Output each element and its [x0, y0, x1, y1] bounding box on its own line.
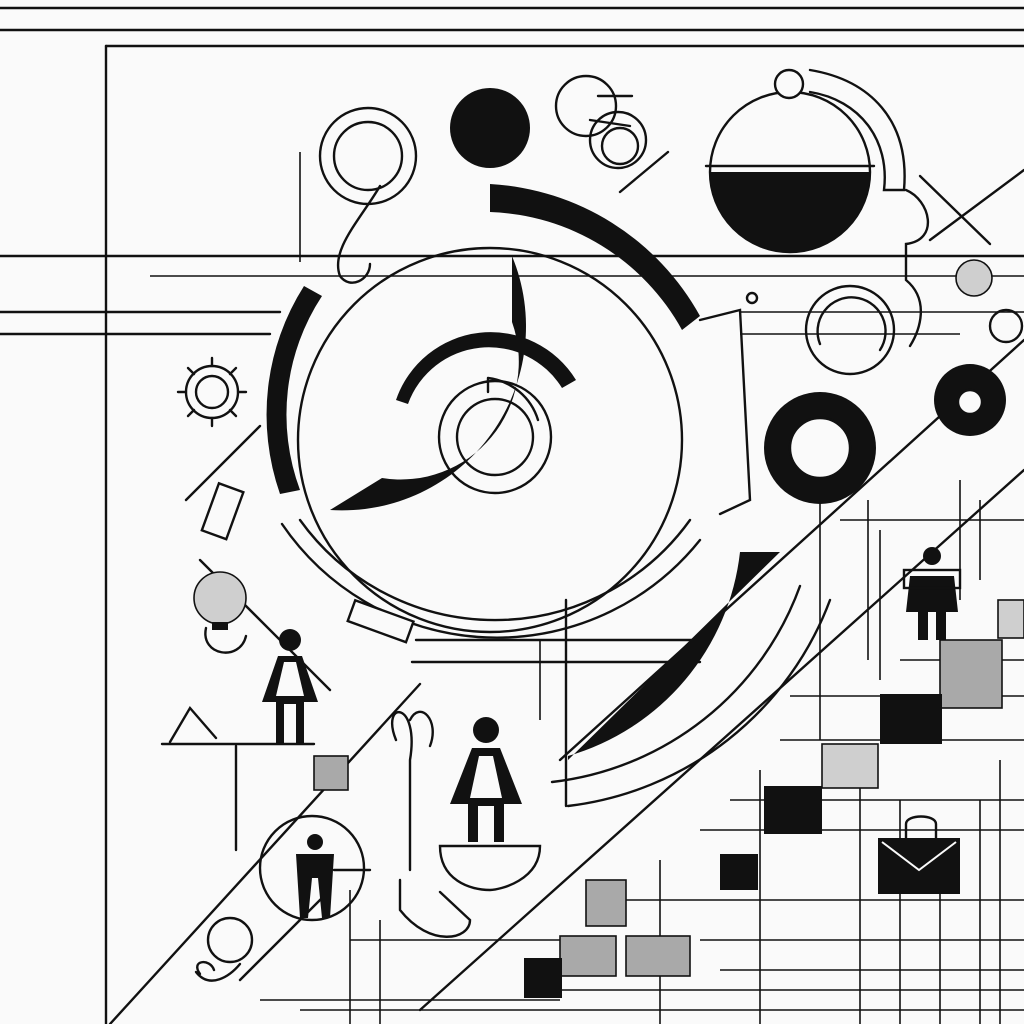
bowl — [438, 844, 542, 892]
gauge-black-arc — [330, 256, 526, 511]
female-person-icon — [450, 717, 522, 842]
person-icon — [902, 547, 962, 640]
black-wedge — [568, 552, 780, 760]
left-small-shapes — [160, 705, 349, 982]
square-tiles — [524, 599, 1024, 998]
gear-icon — [176, 356, 248, 428]
person-icon — [258, 814, 372, 922]
top-circles — [318, 74, 648, 284]
female-person-icon — [262, 629, 318, 744]
circuit-grid — [260, 480, 1024, 1024]
black-rings — [764, 364, 1006, 504]
briefcase-icon — [878, 815, 960, 894]
central-gauge — [266, 184, 752, 808]
lightbulb-icon — [193, 571, 248, 654]
half-sphere — [704, 68, 1024, 376]
